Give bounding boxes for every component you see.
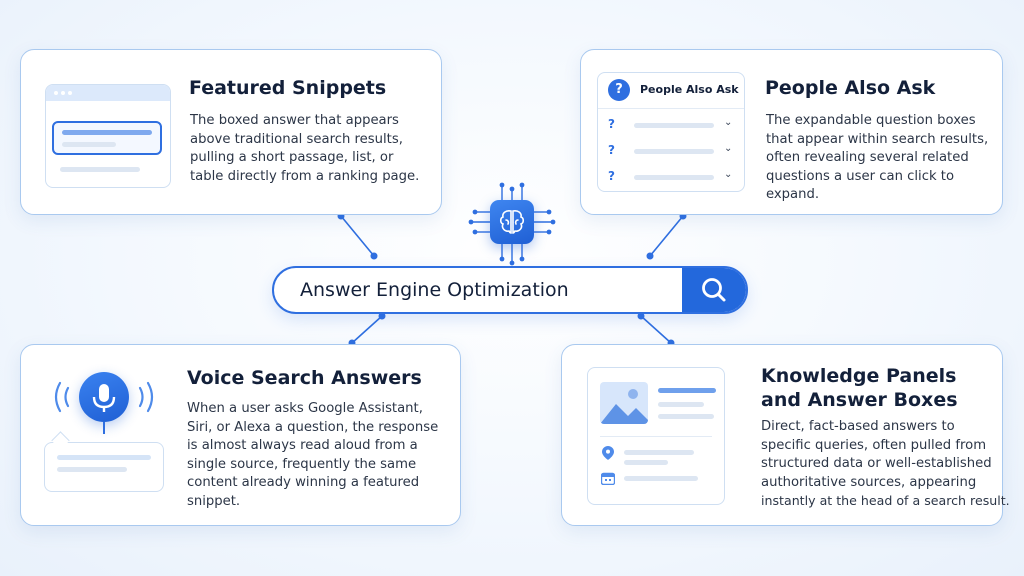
highlighted-snippet-box [52, 121, 162, 155]
chevron-down-icon: ⌄ [724, 117, 733, 128]
window-dot [68, 91, 72, 95]
card-title: Voice Search Answers [187, 367, 422, 389]
image-placeholder-icon [600, 382, 648, 424]
brain-icon [499, 210, 525, 234]
calendar-icon [601, 472, 615, 485]
card-description: The expandable question boxes that appea… [766, 113, 989, 203]
speech-bubble [44, 442, 164, 492]
search-icon [702, 278, 726, 302]
question-icon: ? [608, 79, 630, 101]
search-button[interactable] [682, 268, 746, 312]
knowledge-panel-icon [587, 367, 725, 505]
mic-stem [103, 422, 105, 434]
question-icon: ? [608, 143, 615, 157]
connector-knowledge [640, 315, 672, 344]
chevron-down-icon: ⌄ [724, 143, 733, 154]
question-list-icon: ? People Also Ask ? ⌄ ? ⌄ ? ⌄ [597, 72, 745, 192]
question-icon: ? [608, 117, 615, 131]
connector-dot [370, 252, 378, 260]
card-people-also-ask: ? People Also Ask ? ⌄ ? ⌄ ? ⌄ People Als… [580, 49, 1003, 215]
connector-voice [351, 315, 383, 344]
paa-widget-title: People Also Ask [640, 83, 739, 96]
search-bar[interactable]: Answer Engine Optimization [272, 266, 748, 314]
question-icon: ? [608, 169, 615, 183]
window-dot [54, 91, 58, 95]
brain-chip-icon [490, 200, 534, 244]
card-description: When a user asks Google Assistant, Siri,… [187, 401, 439, 509]
browser-snippet-icon [45, 84, 171, 188]
connector-featured [340, 215, 375, 257]
connector-dot [637, 312, 645, 320]
window-dot [61, 91, 65, 95]
card-description: The boxed answer that appears above trad… [190, 113, 420, 184]
card-title: Featured Snippets [189, 77, 387, 99]
browser-toolbar [46, 85, 170, 101]
connector-dot [378, 312, 386, 320]
location-pin-icon [602, 446, 614, 460]
sound-waves-icon [54, 381, 154, 413]
card-featured-snippets: Featured Snippets The boxed answer that … [20, 49, 442, 215]
card-title: People Also Ask [765, 77, 936, 99]
search-query-text[interactable]: Answer Engine Optimization [300, 279, 569, 301]
circuit-traces [472, 186, 552, 262]
connector-dot [646, 252, 654, 260]
microphone-icon [79, 372, 129, 422]
card-title: Knowledge Panels and Answer Boxes [761, 365, 958, 411]
connector-paa [649, 215, 684, 257]
chevron-down-icon: ⌄ [724, 169, 733, 180]
card-description: Direct, fact-based answers to specific q… [761, 419, 1010, 509]
